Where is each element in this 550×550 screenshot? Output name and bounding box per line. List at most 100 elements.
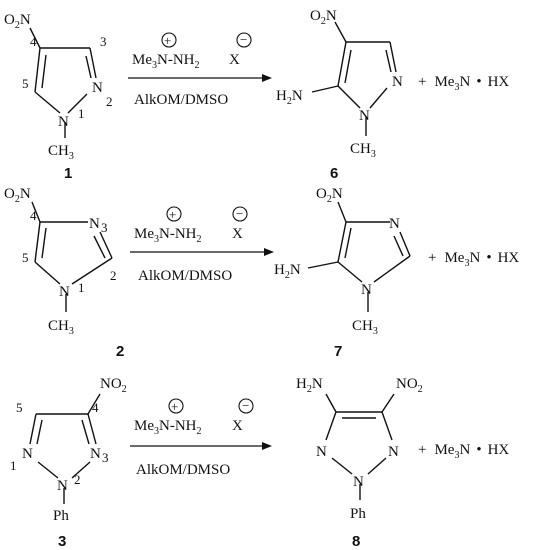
compound-8-structure: H2N NO2 N N N Ph — [296, 376, 423, 522]
bond — [89, 47, 97, 79]
phenyl-label: Ph — [53, 508, 69, 524]
reagent-block-2: + − Me3N-NH2 X AlkOM/DMSO — [130, 206, 274, 284]
ring-position-5: 5 — [22, 76, 29, 91]
byproduct-1: +Me3N•HX — [418, 74, 509, 93]
nitro-group-label: O2N — [316, 186, 343, 205]
ring-position-5: 5 — [22, 250, 29, 265]
compound-number-3: 3 — [58, 533, 66, 550]
negative-charge-sign: − — [240, 32, 247, 47]
methyl-label: CH3 — [48, 143, 74, 162]
bond — [393, 235, 404, 257]
bond — [85, 55, 92, 79]
bond — [29, 27, 41, 49]
compound-2-structure: O2N N 3 N CH3 4 5 2 1 — [4, 186, 117, 337]
arrow-head-icon — [262, 74, 272, 82]
bond — [367, 457, 387, 475]
bond — [34, 261, 61, 285]
ring-position-5: 5 — [16, 400, 23, 415]
bond — [71, 257, 113, 285]
byproduct-label: +Me3N•HX — [418, 442, 509, 461]
ring-position-1: 1 — [10, 458, 17, 473]
bond — [331, 457, 353, 475]
byproduct-label: +Me3N•HX — [418, 74, 509, 93]
positive-charge-icon — [166, 206, 182, 222]
ring-position-1: 1 — [78, 280, 85, 295]
reagent-cation-label: Me3N-NH2 — [134, 418, 202, 437]
negative-charge-icon — [236, 32, 252, 48]
reagent-anion-label: X — [232, 418, 243, 434]
compound-1-structure: O2N N N CH3 4 3 5 2 1 — [4, 12, 113, 162]
compound-number-6: 6 — [330, 165, 338, 182]
byproduct-2: +Me3N•HX — [428, 250, 519, 269]
positive-charge-icon — [161, 32, 177, 48]
n1-atom-label: N — [59, 284, 70, 300]
methyl-label: CH3 — [48, 318, 74, 337]
compound-number-1: 1 — [64, 165, 72, 182]
compound-number-7: 7 — [334, 343, 342, 360]
reaction-conditions: AlkOM/DMSO — [134, 92, 228, 108]
bond — [369, 87, 388, 109]
phenyl-label: Ph — [350, 506, 366, 522]
reagent-cation-label: Me3N-NH2 — [132, 52, 200, 71]
ring-position-2: 2 — [106, 94, 113, 109]
amino-group-label: H2N — [296, 376, 323, 395]
bond — [87, 413, 97, 445]
bond — [344, 49, 352, 84]
negative-charge-sign: − — [236, 206, 243, 221]
bond — [337, 261, 363, 283]
n3-atom-label: N — [389, 216, 400, 232]
bond — [307, 261, 339, 269]
bond — [41, 54, 47, 89]
arrow-head-icon — [264, 248, 274, 256]
bond — [325, 411, 337, 441]
reagent-block-3: + − Me3N-NH2 X AlkOM/DMSO — [130, 398, 272, 478]
negative-charge-sign: − — [242, 398, 249, 413]
methyl-label: CH3 — [352, 318, 378, 337]
bond — [34, 91, 61, 114]
n1-atom-label: N — [58, 114, 69, 130]
nitro-group-label: NO2 — [100, 376, 127, 395]
n2-atom-label: N — [353, 474, 364, 490]
ring-position-2: 2 — [74, 472, 81, 487]
n3-atom-label: N — [388, 444, 399, 460]
bond — [41, 227, 47, 259]
bond — [29, 413, 37, 445]
nitro-group-label: O2N — [310, 8, 337, 27]
bond — [81, 419, 90, 445]
ring-position-1: 1 — [78, 106, 85, 121]
positive-charge-sign: + — [169, 207, 176, 222]
bond — [385, 49, 392, 73]
byproduct-3: +Me3N•HX — [418, 442, 509, 461]
n1-atom-label: N — [359, 108, 370, 124]
n1-atom-label: N — [22, 446, 33, 462]
byproduct-label: +Me3N•HX — [428, 250, 519, 269]
amino-group-label: H2N — [276, 88, 303, 107]
n2-atom-label: N — [392, 74, 403, 90]
reagent-block-1: + − Me3N-NH2 X AlkOM/DMSO — [128, 32, 272, 108]
n2-atom-label: N — [57, 478, 68, 494]
ring-position-3: 3 — [101, 220, 108, 235]
bond — [34, 47, 41, 93]
bond — [399, 231, 411, 257]
compound-7-structure: O2N N N H2N CH3 — [274, 186, 411, 337]
ring-position-4: 4 — [30, 208, 37, 223]
ring-position-4: 4 — [92, 400, 99, 415]
nitro-group-label: O2N — [4, 186, 31, 205]
positive-charge-icon — [168, 398, 184, 414]
bond — [337, 41, 347, 87]
n1-atom-label: N — [361, 282, 372, 298]
ring-position-3: 3 — [100, 34, 107, 49]
n3-atom-label: N — [90, 446, 101, 462]
bond — [389, 41, 397, 73]
bond — [36, 419, 43, 445]
positive-charge-sign: + — [164, 33, 171, 48]
positive-charge-sign: + — [171, 399, 178, 414]
bond — [93, 235, 106, 259]
ring-position-3: 3 — [102, 450, 109, 465]
nitro-group-label: NO2 — [396, 376, 423, 395]
bond — [334, 21, 347, 43]
ring-position-2: 2 — [110, 268, 117, 283]
bond — [373, 255, 411, 283]
nitro-group-label: O2N — [4, 12, 31, 31]
